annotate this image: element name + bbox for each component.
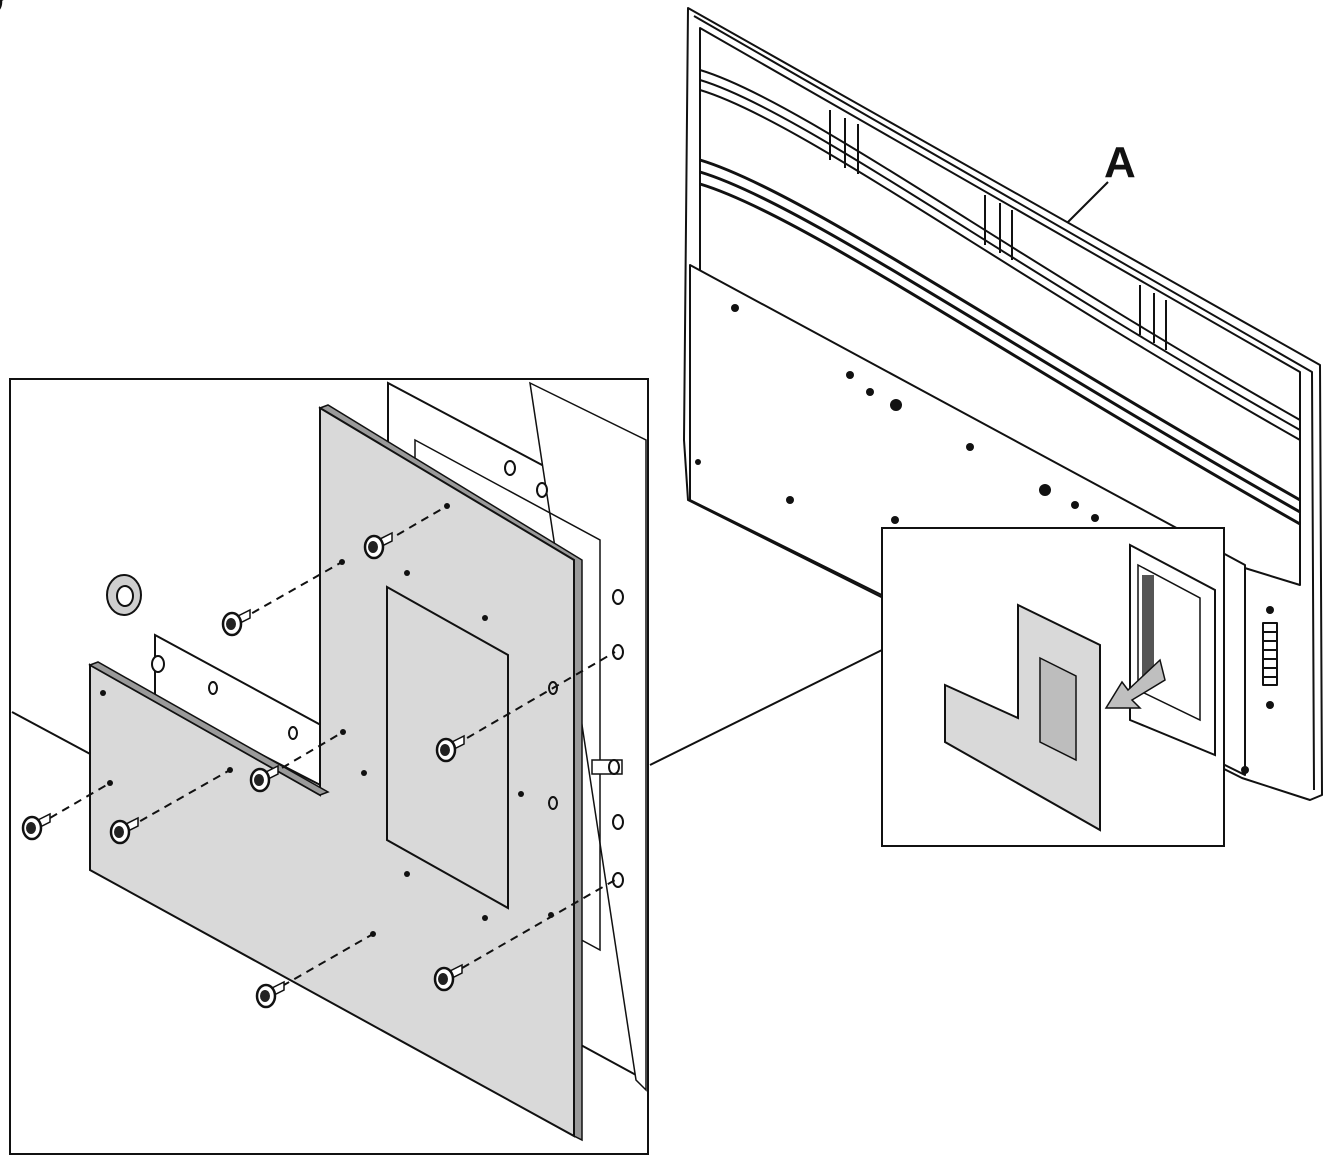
washer-icon	[106, 574, 142, 616]
tv-side-ports	[1262, 622, 1278, 686]
large-inset-frame	[0, 0, 649, 1155]
standoff-post	[591, 759, 623, 775]
callout-a-label: A	[1104, 138, 1136, 187]
small-mounting-plate	[944, 603, 1101, 832]
screw-icon	[0, 0, 4, 10]
screw-guide-lines	[37, 505, 616, 994]
inset-connector-lines	[649, 649, 883, 766]
callout-a-leader	[1067, 181, 1109, 223]
direction-arrow-icon	[1104, 658, 1166, 709]
small-inset-frame	[881, 527, 1225, 847]
